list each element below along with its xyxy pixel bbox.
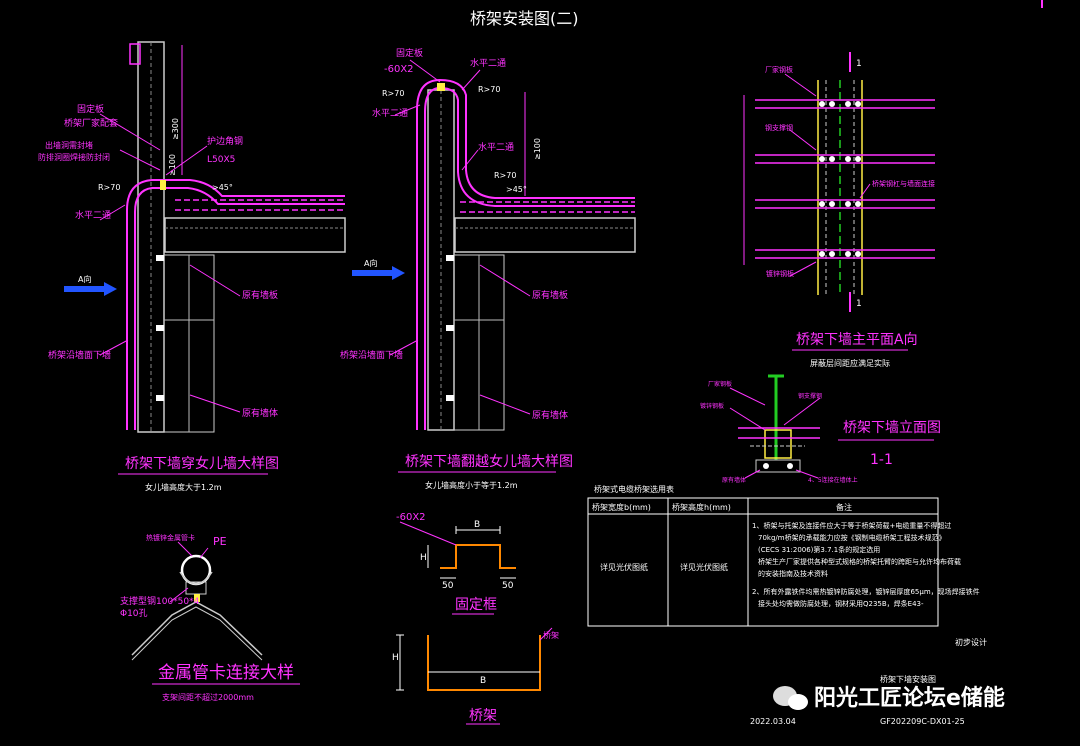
left-label-wall2: 原有墙体 [242, 407, 278, 419]
table-note-0: 1、桥架与托架及连接件应大于等于桥架荷载+电缆重量不得超过 [752, 521, 951, 530]
plan-label-1: 厂家钢板 [765, 65, 793, 74]
plan-label-5: 桥架钢杠与墙面连接 [872, 179, 935, 188]
left-dim2: ≥100 [168, 154, 177, 176]
mid-label-elbow2: 水平二通 [372, 107, 408, 119]
tray-detail: H B 桥架 桥架 [392, 627, 559, 725]
mid-arrow-label: A向 [364, 258, 377, 268]
left-label-angle: 护边角钢 [207, 135, 243, 147]
left-label-r70: R>70 [98, 183, 120, 192]
left-detail: ≥300 ≥100 固定板 桥架厂家配套 护边角钢 L50X5 出墙洞需封堵 防… [38, 41, 346, 492]
table-cell-0: 详见光伏图纸 [600, 562, 648, 572]
table-header-0: 桥架宽度b(mm) [592, 502, 651, 512]
mid-label-size: -60X2 [384, 64, 414, 75]
plan-label-4: 镀锌钢板 [766, 269, 794, 278]
table-note-2: (CECS 31:2006)第3.7.1条的规定选用 [758, 545, 880, 554]
left-label-along: 桥架沿墙面下墙 [48, 349, 111, 361]
mid-label-elbow1: 水平二通 [470, 57, 506, 69]
left-caption: 桥架下墙穿女儿墙大样图 [125, 455, 279, 472]
table-note-4: 的安装指南及技术资料 [758, 569, 828, 578]
clamp-label-2: 支撑型钢100*50*4 [120, 595, 200, 607]
watermark-text: 阳光工匠论坛e储能 [814, 685, 1005, 711]
table-note-3: 桥架生产厂家提供各种型式规格的桥架托臂的跨距与允许均布荷载 [758, 557, 961, 566]
footer-code: GF202209C-DX01-25 [880, 717, 965, 726]
frame-detail: -60X2 B H 50 50 固定框 [396, 512, 516, 615]
tray-h: H [392, 653, 399, 663]
section-label-4: 原有墙体 [722, 476, 746, 484]
mid-label-wall1: 原有墙板 [532, 289, 568, 301]
left-arrow-label: A向 [78, 274, 91, 284]
table-side-note: 初步设计 [955, 637, 987, 647]
mid-label-r70a: R>70 [382, 89, 404, 98]
left-label-seal1: 出墙洞需封堵 [45, 140, 93, 150]
table-cell-1: 详见光伏图纸 [680, 562, 728, 572]
mid-label-r70c: R>70 [494, 171, 516, 180]
left-label-wall1: 原有墙板 [242, 289, 278, 301]
mid-label-cover: 固定板 [396, 47, 423, 59]
section-label-3: 钢支撑钢 [798, 392, 822, 400]
mid-view-arrow [352, 266, 405, 280]
left-label-seal2: 防排洞圈焊接防封闭 [38, 152, 110, 162]
mid-label-r70b: R>70 [478, 85, 500, 94]
plan-sub: 屏蔽层间距应满足实际 [810, 358, 890, 368]
clamp-caption: 金属管卡连接大样 [158, 663, 294, 683]
left-label-angle-size: L50X5 [207, 155, 235, 165]
mid-label-wall2: 原有墙体 [532, 409, 568, 421]
section-label-2: 镀锌钢板 [700, 402, 724, 410]
frame-b: B [474, 520, 480, 530]
right-section: 厂家钢板 镀锌钢板 钢支撑钢 原有墙体 4、5连接在墙体上 桥架下墙立面图 1-… [700, 374, 941, 484]
tray-label: 桥架 [543, 630, 559, 640]
right-plan: 1 1 厂家钢板 钢支撑钢 桥架钢杠与墙面连接 镀锌钢板 桥架下墙主平 [743, 52, 935, 368]
section-label-1: 厂家钢板 [708, 380, 732, 388]
sheet-title: 桥架下墙安装图 [880, 674, 936, 684]
left-dim1: ≥300 [171, 118, 180, 140]
table-note-5: 2、所有外露铁件均需热镀锌防腐处理，镀锌层厚度65μm，现场焊接铁件 [752, 587, 980, 596]
left-note: 女儿墙高度大于1.2m [145, 482, 222, 492]
frame-h: H [420, 553, 427, 563]
table-header-1: 桥架高度h(mm) [672, 502, 731, 512]
mid-label-elbow3: 水平二通 [478, 141, 514, 153]
left-label-deg: >45° [212, 183, 233, 192]
clamp-note: 支架间距不超过2000mm [162, 692, 254, 702]
section-label-5: 4、5连接在墙体上 [808, 476, 858, 484]
table-note-1: 70kg/m桥架的承载能力应按《钢制电缆桥架工程技术规范》 [758, 533, 946, 542]
plan-label-2: 钢支撑钢 [765, 123, 793, 132]
frame-d2: 50 [502, 581, 514, 591]
section-caption: 桥架下墙立面图 [843, 420, 941, 436]
table-note-6: 接头处均需做防腐处理，钢材采用Q235B，焊条E43- [758, 599, 924, 608]
section-sub: 1-1 [870, 452, 893, 468]
plan-caption: 桥架下墙主平面A向 [796, 332, 918, 348]
frame-size: -60X2 [396, 512, 426, 523]
mid-dim: ≥100 [533, 138, 542, 160]
mid-caption: 桥架下墙翻越女儿墙大样图 [405, 453, 573, 470]
plan-marker-top: 1 [856, 59, 862, 69]
watermark: 阳光工匠论坛e储能 [773, 685, 1005, 711]
left-label-support: 桥架厂家配套 [64, 117, 118, 129]
clamp-label-3: Φ10孔 [120, 608, 148, 619]
left-view-arrow [64, 282, 117, 296]
table-title: 桥架式电缆桥架选用表 [594, 484, 674, 494]
mid-note: 女儿墙高度小于等于1.2m [425, 480, 518, 490]
frame-caption: 固定框 [455, 597, 497, 613]
tray-b: B [480, 676, 486, 686]
left-label-elbow: 水平二通 [75, 209, 111, 221]
plan-marker-bottom: 1 [856, 299, 862, 309]
selection-table: 桥架式电缆桥架选用表 桥架宽度b(mm) 桥架高度h(mm) 备注 详见光伏图纸… [587, 484, 987, 647]
frame-d1: 50 [442, 581, 454, 591]
tray-caption: 桥架 [469, 708, 497, 724]
table-header-2: 备注 [836, 502, 852, 512]
left-label-cover: 固定板 [77, 103, 104, 115]
mid-label-along: 桥架沿墙面下墙 [340, 349, 403, 361]
mid-detail: ≥100 固定板 -60X2 水平二通 R>70 R>70 水平二通 水平二通 … [340, 47, 636, 490]
mid-label-deg: >45° [506, 185, 527, 194]
clamp-pe: PE [213, 535, 227, 548]
footer: 桥架下墙安装图 2022.03.04 GF202209C-DX01-25 [750, 674, 965, 726]
footer-date: 2022.03.04 [750, 717, 796, 726]
clamp-detail: 热镀锌金属管卡 PE 支撑型钢100*50*4 Φ10孔 金属管卡连接大样 支架… [120, 533, 300, 702]
clamp-label-1: 热镀锌金属管卡 [146, 533, 195, 542]
drawing-title: 桥架安装图(二) [470, 9, 579, 28]
